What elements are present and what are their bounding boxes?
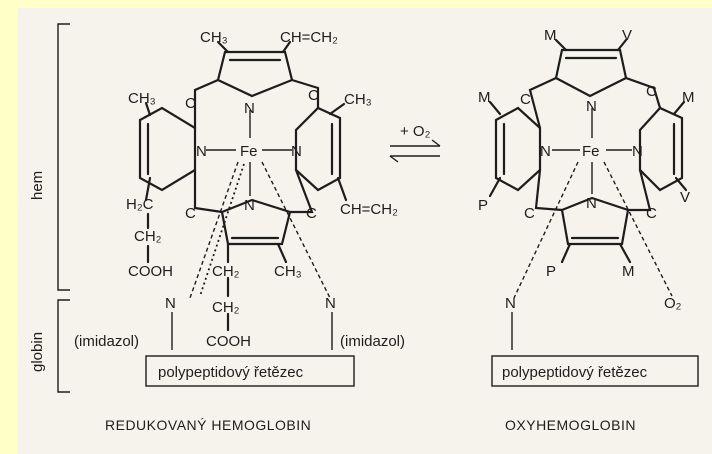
atom-c: C [308,87,319,104]
reduced-ch2-left: CH₂ [134,228,162,245]
atom-c: C [646,83,657,100]
reaction-arrows: + O₂ [389,123,441,163]
reduced-ch3-left: CH₃ [128,90,156,107]
scanned-page [18,8,712,454]
hem-bracket: hem [29,23,70,291]
oxy-v-right: V [680,189,690,206]
reduced-h2c: H₂C [126,196,154,213]
atom-c: C [520,91,531,108]
reduced-imidazol-right: (imidazol) [340,333,405,350]
oxy-chain-box: polypeptidový řetězec [491,355,699,387]
oxy-atom-labels: N C C N N C N C Fe M V M M P V P M N O₂ [478,27,695,312]
globin-label: globin [29,332,46,372]
oxy-m-bottom: M [622,263,635,280]
reduced-chain-box: polypeptidový řetězec [145,355,355,387]
reduced-heme-structure [138,40,348,350]
atom-n: N [244,197,255,214]
reduced-vinyl-top: CH=CH₂ [280,29,338,46]
atom-c: C [646,205,657,222]
reaction-o2-label: + O₂ [400,123,431,140]
reduced-ch3-top: CH₃ [200,29,228,46]
atom-n: N [540,143,551,160]
reduced-caption: REDUKOVANÝ HEMOGLOBIN [105,417,311,433]
atom-n: N [291,143,302,160]
atom-c: C [185,205,196,222]
reduced-fe: Fe [240,143,258,160]
oxy-caption: OXYHEMOGLOBIN [505,417,636,433]
oxy-m-right: M [682,89,695,106]
oxy-v-top: V [622,27,632,44]
reduced-ch3-bottom: CH₃ [274,263,302,280]
reduced-ch2-mid1: CH₂ [212,263,240,280]
reduced-n-right: N [325,295,336,312]
reduced-cooh-mid: COOH [206,333,251,350]
atom-n: N [586,98,597,115]
atom-c: C [524,205,535,222]
reduced-vinyl-right: CH=CH₂ [340,201,398,218]
oxy-m-top: M [544,27,557,44]
oxy-chain-label: polypeptidový řetězec [502,364,648,381]
reduced-ch2-mid2: CH₂ [212,299,240,316]
reduced-imidazol-left: (imidazol) [74,333,139,350]
oxy-p-bottom: P [546,263,556,280]
reduced-chain-label: polypeptidový řetězec [158,364,304,381]
atom-c: C [306,205,317,222]
reduced-cooh-left: COOH [128,263,173,280]
oxy-fe: Fe [582,143,600,160]
reduced-n-left: N [165,295,176,312]
atom-n: N [586,195,597,212]
oxy-n-chain: N [505,295,516,312]
oxy-heme-structure [488,38,688,350]
atom-n: N [196,143,207,160]
reduced-ch3-right: CH₃ [344,91,372,108]
oxy-o2: O₂ [664,295,682,312]
hem-label: hem [29,171,46,200]
atom-n: N [244,100,255,117]
oxy-m-left: M [478,89,491,106]
globin-bracket: globin [29,299,70,393]
oxy-p-left: P [478,197,488,214]
reduced-atom-labels: N C C N N C N C Fe CH₃ CH=CH₂ CH₃ CH₃ CH… [74,29,405,350]
atom-c: C [185,95,196,112]
atom-n: N [632,143,643,160]
